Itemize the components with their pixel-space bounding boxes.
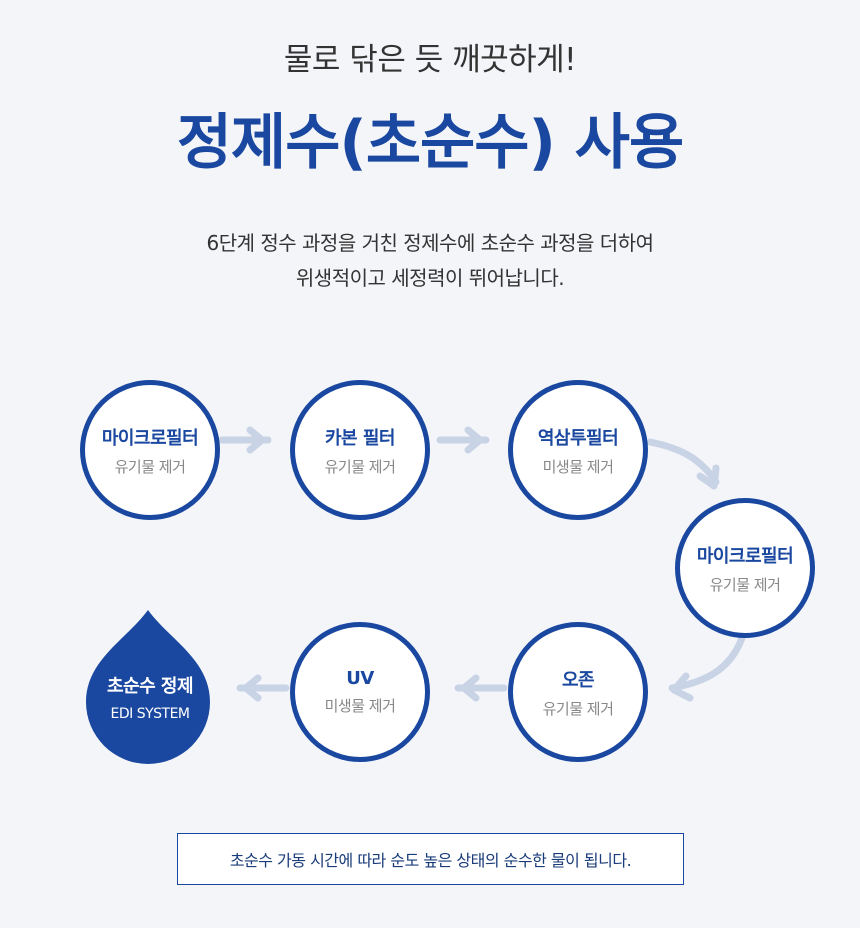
chevron-arrow-icon: [464, 426, 484, 454]
curve-arrow-top: [646, 438, 720, 486]
step-desc: 유기물 제거: [324, 457, 396, 476]
step-desc: 미생물 제거: [324, 697, 396, 715]
chevron-arrow-icon: [242, 674, 262, 702]
chevron-arrow-icon: [460, 674, 480, 702]
step-micro-filter-1: 마이크로필터 유기물 제거: [80, 380, 220, 520]
step-uv: UV 미생물 제거: [290, 622, 430, 762]
step-name: 카본 필터: [324, 427, 396, 449]
step-name: 마이크로필터: [101, 427, 199, 449]
step-desc: 미생물 제거: [542, 457, 614, 476]
step-micro-filter-2: 마이크로필터 유기물 제거: [675, 498, 815, 638]
step-carbon-filter: 카본 필터 유기물 제거: [290, 380, 430, 520]
final-step-edi: 초순수 정제 EDI SYSTEM: [70, 672, 230, 722]
step-desc: 유기물 제거: [542, 699, 614, 718]
note-box: 초순수 가동 시간에 따라 순도 높은 상태의 순수한 물이 됩니다.: [177, 833, 684, 885]
water-drop-icon: [86, 610, 210, 764]
subtitle: 물로 닦은 듯 깨끗하게!: [283, 42, 577, 78]
page-title: 정제수(초순수) 사용: [176, 108, 684, 178]
chevron-arrow-icon: [246, 426, 266, 454]
step-name: UV: [346, 668, 374, 689]
step-name: 오존: [561, 669, 595, 691]
step-name: 마이크로필터: [696, 545, 794, 567]
chevron-arrow-icon: [670, 672, 694, 702]
description-line-2: 위생적이고 세정력이 뛰어납니다.: [295, 266, 565, 290]
step-reverse-osmosis-filter: 역삼투필터 미생물 제거: [508, 380, 648, 520]
chevron-arrow-icon: [696, 464, 720, 490]
description-line-1: 6단계 정수 과정을 거친 정제수에 초순수 과정을 더하여: [206, 231, 654, 255]
step-ozone: 오존 유기물 제거: [508, 622, 648, 762]
final-step-desc: EDI SYSTEM: [110, 706, 190, 722]
step-desc: 유기물 제거: [114, 457, 186, 476]
description: 6단계 정수 과정을 거친 정제수에 초순수 과정을 더하여 위생적이고 세정력…: [0, 226, 860, 296]
step-desc: 유기물 제거: [709, 575, 781, 594]
final-step-name: 초순수 정제: [106, 676, 194, 697]
step-name: 역삼투필터: [537, 427, 619, 449]
